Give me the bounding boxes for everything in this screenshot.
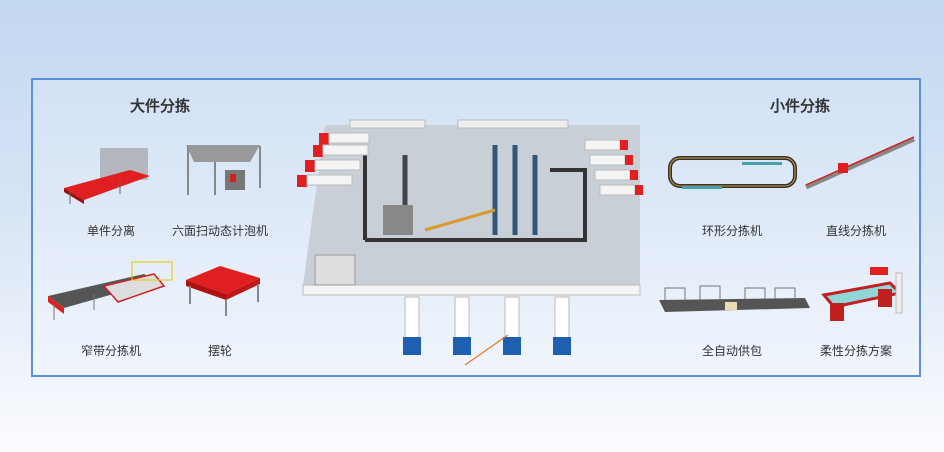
narrow-belt-sorter-image[interactable] [44,260,179,325]
item-narrow-belt-sorter[interactable]: 窄带分拣机 [80,344,141,358]
item-swivel-wheel[interactable]: 摆轮 [207,344,232,358]
item-single-piece-separation[interactable]: 单件分离 [86,224,135,238]
large-sorting-title: 大件分拣 [129,97,190,115]
six-side-scanner-image[interactable] [180,140,270,200]
single-piece-separator-image[interactable] [60,140,160,210]
item-linear-sorter[interactable]: 直线分拣机 [825,224,886,238]
flexible-sorting-image[interactable] [820,265,915,330]
warehouse-layout-illustration [297,119,643,366]
item-flexible-sorting[interactable]: 柔性分拣方案 [819,344,892,358]
item-auto-induction[interactable]: 全自动供包 [701,344,762,358]
small-sorting-title: 小件分拣 [769,97,830,115]
linear-sorter-image[interactable] [800,135,920,195]
item-six-side-scanner[interactable]: 六面扫动态计泡机 [171,224,268,238]
swivel-wheel-image[interactable] [180,260,265,320]
auto-induction-image[interactable] [655,280,815,325]
item-loop-sorter[interactable]: 环形分拣机 [701,224,762,238]
loop-sorter-image[interactable] [662,150,802,195]
